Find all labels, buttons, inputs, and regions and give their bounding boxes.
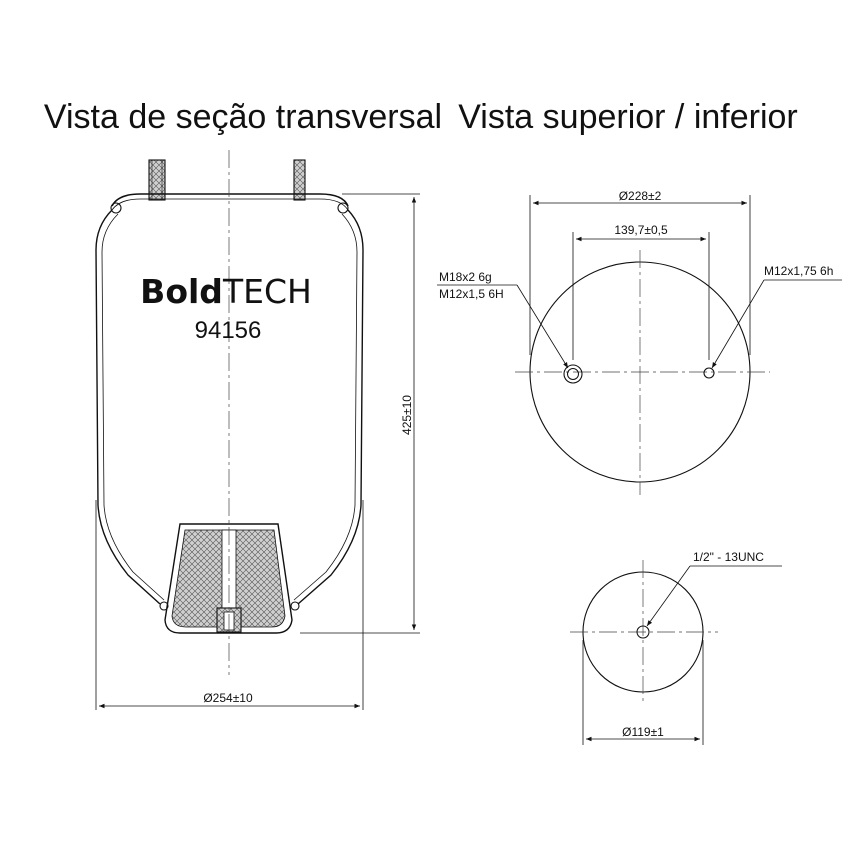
- air-fitting-stud: [148, 159, 166, 201]
- bottom-diameter-label: Ø119±1: [622, 725, 664, 739]
- body-diameter-dimension: [95, 500, 364, 710]
- bottom-thread-label: 1/2" - 13UNC: [693, 550, 764, 564]
- air-fitting-thread-2: M12x1,5 6H: [439, 287, 504, 301]
- cross-section-title: Vista de seção transversal: [44, 98, 442, 136]
- stud-hole: [703, 367, 715, 379]
- height-dimension: [300, 193, 420, 634]
- top-bead-right: [337, 202, 349, 214]
- height-label: 425±10: [400, 395, 414, 435]
- bottom-thread-callout: [646, 565, 782, 627]
- bottom-bead-left: [159, 601, 169, 611]
- top-view: [515, 250, 770, 495]
- brand-logo: BoldTECH: [140, 272, 312, 311]
- body-diameter-label: Ø254±10: [203, 691, 253, 705]
- cross-section-view: [95, 150, 364, 675]
- model-number: 94156: [195, 317, 262, 344]
- air-fitting-hole: [563, 364, 583, 384]
- top-plate-diameter-label: Ø228±2: [619, 189, 662, 203]
- piston-outline: [164, 523, 293, 634]
- air-fitting-callout: [437, 284, 569, 369]
- bottom-thread-hole: [636, 625, 650, 639]
- top-plate: [111, 193, 349, 207]
- stud-spacing-dimension: [572, 232, 710, 360]
- stud-spacing-label: 139,7±0,5: [614, 223, 668, 237]
- bellows-inner: [101, 213, 165, 601]
- mounting-stud: [293, 159, 306, 201]
- top-bead-left: [110, 202, 122, 214]
- bottom-bead-right: [290, 601, 300, 611]
- top-plate-diameter-dimension: [529, 195, 751, 355]
- air-fitting-thread-1: M18x2 6g: [439, 270, 492, 284]
- bottom-view: [570, 560, 718, 705]
- stud-thread-label: M12x1,75 6h: [764, 264, 833, 278]
- bellows-outer: [95, 209, 161, 605]
- stud-thread-callout: [711, 279, 842, 369]
- bottom-diameter-dimension: [582, 640, 704, 745]
- top-bottom-view-title: Vista superior / inferior: [458, 98, 798, 136]
